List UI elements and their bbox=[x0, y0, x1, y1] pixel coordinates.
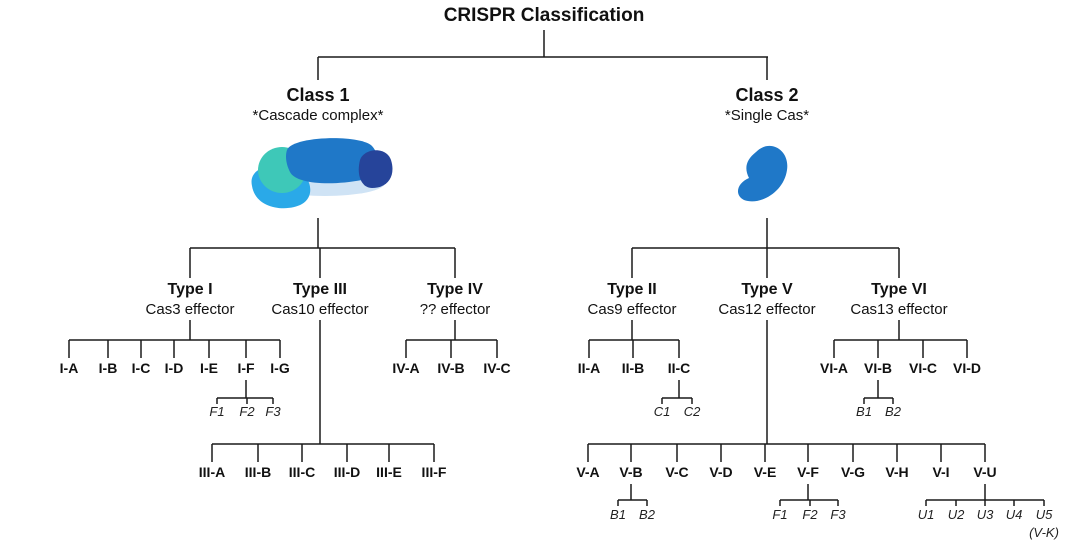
subtype-ii-c: II-C bbox=[667, 360, 691, 376]
subtype-v-d: V-D bbox=[709, 464, 733, 480]
subtype-iv-a: IV-A bbox=[392, 360, 420, 376]
diagram-title: CRISPR Classification bbox=[443, 5, 645, 26]
class2-name: Class 2 bbox=[735, 85, 799, 105]
subtype-v-f: V-F bbox=[797, 464, 819, 480]
subtype-iii-f: III-F bbox=[421, 464, 447, 480]
type-vi-variant-label: B1 bbox=[856, 404, 872, 419]
u5-note: (V-K) bbox=[1029, 525, 1059, 540]
type-v-f-variant-label: F2 bbox=[802, 507, 818, 522]
subtype-i-d: I-D bbox=[164, 360, 184, 376]
type-iii-name: Type III bbox=[293, 281, 347, 298]
type-i-effector: Cas3 effector bbox=[145, 301, 235, 318]
type-ii-variant-label: C1 bbox=[653, 404, 671, 419]
type-v-u-variant-label: U5 bbox=[1035, 507, 1053, 522]
subtype-iv-b: IV-B bbox=[437, 360, 465, 376]
subtype-iii-a: III-A bbox=[198, 464, 226, 480]
subtype-v-i: V-I bbox=[932, 464, 950, 480]
subtype-ii-a: II-A bbox=[577, 360, 601, 376]
subtype-iii-d: III-D bbox=[333, 464, 361, 480]
type-ii-variant-label: C2 bbox=[683, 404, 701, 419]
subtype-i-g: I-G bbox=[270, 360, 290, 376]
type-i-variant-label: F1 bbox=[209, 404, 225, 419]
subtype-v-c: V-C bbox=[665, 464, 689, 480]
cascade-blue-subunit bbox=[286, 138, 379, 184]
subtype-ii-b: II-B bbox=[621, 360, 645, 376]
type-vi-variant-label: B2 bbox=[885, 404, 901, 419]
class1-subtitle: *Cascade complex* bbox=[252, 107, 384, 124]
type-v-u-variant-label: U1 bbox=[917, 507, 935, 522]
subtype-iii-c: III-C bbox=[288, 464, 316, 480]
type-ii-effector: Cas9 effector bbox=[587, 301, 677, 318]
type-vi-name: Type VI bbox=[871, 281, 927, 298]
subtype-v-u: V-U bbox=[973, 464, 997, 480]
subtype-v-h: V-H bbox=[885, 464, 909, 480]
type-i-name: Type I bbox=[167, 281, 213, 298]
type-v-effector: Cas12 effector bbox=[718, 301, 816, 318]
type-i-variant-label: F2 bbox=[239, 404, 255, 419]
type-i-variant-label: F3 bbox=[265, 404, 281, 419]
subtype-iii-e: III-E bbox=[376, 464, 402, 480]
type-v-f-variant-label: F3 bbox=[830, 507, 846, 522]
subtype-v-e: V-E bbox=[753, 464, 777, 480]
subtype-vi-b: VI-B bbox=[864, 360, 892, 376]
subtype-vi-d: VI-D bbox=[953, 360, 981, 376]
cascade-navy-subunit bbox=[358, 150, 393, 188]
type-ii-name: Type II bbox=[607, 281, 657, 298]
type-v-b-variant-label: B1 bbox=[610, 507, 626, 522]
subtype-iv-c: IV-C bbox=[483, 360, 511, 376]
type-v-f-variant-label: F1 bbox=[772, 507, 788, 522]
class1-name: Class 1 bbox=[286, 85, 350, 105]
type-iv-effector: ?? effector bbox=[419, 301, 491, 318]
subtype-i-b: I-B bbox=[98, 360, 118, 376]
single-cas-protein-shape bbox=[737, 145, 788, 202]
single-cas-illustration bbox=[737, 145, 788, 202]
subtype-i-f: I-F bbox=[237, 360, 255, 376]
subtype-vi-a: VI-A bbox=[820, 360, 848, 376]
subtype-v-b: V-B bbox=[619, 464, 643, 480]
type-iii-effector: Cas10 effector bbox=[271, 301, 369, 318]
type-v-u-variant-label: U4 bbox=[1005, 507, 1023, 522]
cascade-complex-illustration bbox=[251, 138, 393, 209]
type-iv-name: Type IV bbox=[427, 281, 483, 298]
subtype-v-a: V-A bbox=[576, 464, 600, 480]
tree-lines bbox=[68, 30, 1045, 506]
type-v-b-variant-label: B2 bbox=[639, 507, 655, 522]
type-v-name: Type V bbox=[741, 281, 793, 298]
class2-subtitle: *Single Cas* bbox=[724, 107, 810, 124]
subtype-iii-b: III-B bbox=[244, 464, 272, 480]
subtype-i-e: I-E bbox=[200, 360, 218, 376]
type-v-u-variant-label: U3 bbox=[976, 507, 994, 522]
type-v-u-variant-label: U2 bbox=[947, 507, 965, 522]
subtype-i-c: I-C bbox=[131, 360, 151, 376]
subtype-i-a: I-A bbox=[59, 360, 79, 376]
subtype-vi-c: VI-C bbox=[909, 360, 937, 376]
type-vi-effector: Cas13 effector bbox=[850, 301, 948, 318]
subtype-v-g: V-G bbox=[840, 464, 866, 480]
